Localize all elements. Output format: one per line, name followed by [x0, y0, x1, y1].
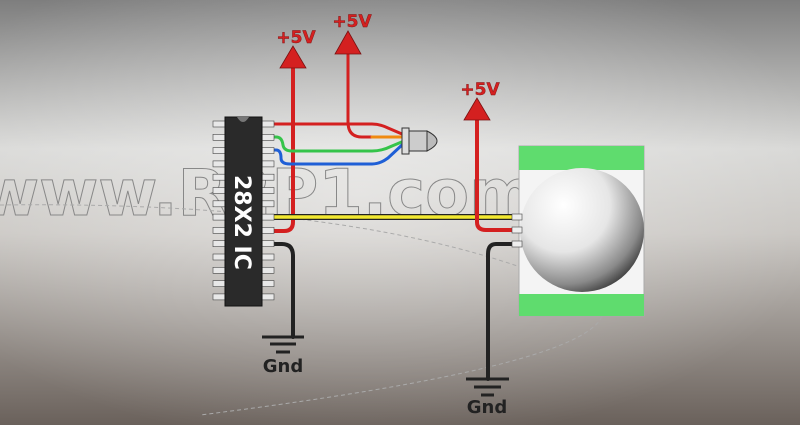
ic-pin	[261, 120, 275, 128]
ic-pin	[261, 173, 275, 181]
arrow-up-icon	[279, 45, 307, 69]
ic-pin	[261, 293, 275, 301]
wire-red-led	[266, 122, 404, 136]
ic-pin	[212, 173, 226, 181]
ic-chip: 28X2 IC	[212, 116, 275, 307]
pir-pin	[511, 213, 523, 221]
ic-pin	[261, 240, 275, 247]
ic-pin	[212, 240, 226, 247]
power-label: +5V	[460, 80, 500, 100]
ic-pin	[212, 160, 226, 168]
ic-pin	[261, 213, 275, 221]
arrow-up-icon	[463, 97, 491, 121]
wire-blue-led	[266, 143, 404, 166]
pir-pin	[511, 240, 523, 248]
wire-green-led	[266, 135, 406, 153]
ic-pin	[212, 187, 226, 194]
ground-symbol-2: Gnd	[466, 377, 509, 418]
wires	[259, 52, 525, 381]
ic-pin	[261, 160, 275, 168]
pir-sensor	[511, 145, 645, 317]
arrow-up-icon	[334, 30, 362, 55]
ic-body	[224, 116, 263, 307]
wire-red-5v-led	[346, 52, 374, 139]
ic-pin	[212, 253, 226, 261]
ic-label: 28X2 IC	[229, 175, 254, 270]
pir-band-bottom	[519, 294, 644, 316]
ic-pin	[261, 200, 275, 208]
ic-pin	[261, 227, 275, 234]
ic-pin	[261, 280, 275, 287]
ic-pin	[212, 134, 226, 141]
ic-pin	[212, 147, 226, 154]
power-symbol-1: +5V	[276, 28, 317, 69]
power-label: +5V	[276, 28, 316, 48]
ground-label: Gnd	[263, 356, 303, 377]
ic-pin	[212, 213, 226, 221]
wire-black-chip-gnd	[262, 242, 295, 339]
ic-pin	[212, 227, 226, 234]
wire-red-5v-chip	[262, 66, 295, 233]
rgb-led	[401, 127, 438, 155]
ic-pin	[261, 253, 275, 261]
ic-pin	[212, 293, 226, 301]
ic-pin	[261, 266, 275, 274]
pir-pin	[511, 226, 523, 234]
ic-pin	[212, 280, 226, 287]
wire-black-pir-gnd	[486, 242, 522, 381]
pir-dome	[520, 168, 644, 292]
wire-red-5v-pir	[475, 118, 522, 232]
power-label: +5V	[332, 12, 372, 32]
ground-label: Gnd	[467, 397, 507, 418]
ground-symbol-1: Gnd	[262, 335, 304, 377]
ic-pin	[212, 266, 226, 274]
ic-pin	[212, 200, 226, 208]
ic-pin	[261, 147, 275, 154]
power-symbol-3: +5V	[460, 80, 501, 121]
ic-pin	[261, 134, 275, 141]
ic-pin	[212, 120, 226, 128]
power-symbol-2: +5V	[332, 12, 373, 55]
pir-band-top	[519, 146, 644, 170]
ic-pin	[261, 187, 275, 194]
ic-notch	[237, 117, 249, 122]
